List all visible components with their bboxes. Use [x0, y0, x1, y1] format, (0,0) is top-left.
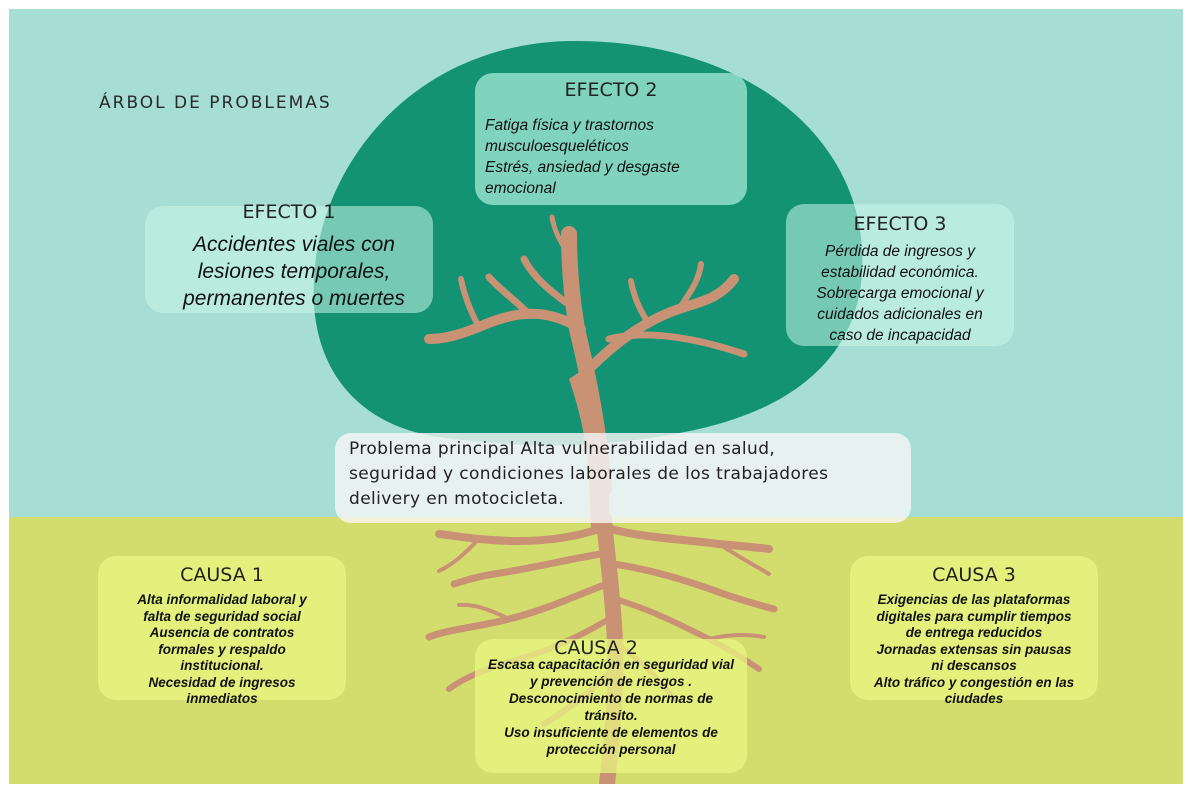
- cause-2-line: Uso insuficiente de elementos de: [504, 725, 718, 740]
- effect-3-line: caso de incapacidad: [829, 327, 971, 344]
- cause-3-title: CAUSA 3: [932, 564, 1016, 586]
- cause-1-line: Necesidad de ingresos: [148, 674, 296, 690]
- tree-branches: [424, 214, 748, 497]
- main-problem-text: Problema principal Alta vulnerabilidad e…: [349, 437, 828, 512]
- cause-3-line: Jornadas extensas sin pausas: [876, 641, 1072, 657]
- effect-2-box: [475, 73, 747, 205]
- effect-1-line: Accidentes viales con: [193, 233, 395, 256]
- main-problem-line: seguridad y condiciones laborales de los…: [349, 464, 829, 484]
- cause-3-text: Exigencias de las plataformas digitales …: [850, 592, 1098, 708]
- cause-1-line: institucional.: [180, 658, 264, 673]
- effect-3-line: cuidados adicionales en: [817, 306, 983, 323]
- effect-2-text: Fatiga física y trastornos musculoesquel…: [485, 115, 680, 199]
- main-problem-box: [335, 433, 911, 523]
- cause-2-line: protección personal: [546, 742, 676, 757]
- effect-1-line: permanentes o muertes: [183, 287, 405, 310]
- effect-2-title: EFECTO 2: [564, 79, 658, 101]
- cause-3-line: Exigencias de las plataformas: [877, 592, 1071, 607]
- main-problem-line: Problema principal Alta vulnerabilidad e…: [349, 439, 776, 459]
- effect-3-box: [786, 204, 1014, 346]
- cause-1-box: [98, 556, 346, 700]
- effect-2-line: musculoesqueléticos: [485, 138, 629, 155]
- cause-3-line: digitales para cumplir tiempos: [876, 608, 1072, 624]
- cause-1-line: inmediatos: [186, 691, 258, 706]
- problem-tree-canvas: ÁRBOL DE PROBLEMAS EFECTO 2 Fatiga físic…: [9, 9, 1183, 784]
- main-problem-line: delivery en motocicleta.: [349, 489, 565, 509]
- effect-3-line: estabilidad económica.: [821, 264, 979, 281]
- diagram-title: ÁRBOL DE PROBLEMAS: [99, 93, 332, 113]
- cause-3-line: ni descansos: [931, 658, 1017, 673]
- cause-2-line: tránsito.: [584, 708, 638, 723]
- cause-1-line: Alta informalidad laboral y: [137, 592, 307, 607]
- effect-2-line: Estrés, ansiedad y desgaste: [485, 159, 680, 176]
- effect-3-line: Sobrecarga emocional y: [816, 285, 984, 302]
- effect-3-line: Pérdida de ingresos y: [825, 243, 975, 260]
- cause-3-line: ciudades: [944, 691, 1004, 706]
- cause-2-title: CAUSA 2: [554, 637, 638, 659]
- effect-3-title: EFECTO 3: [853, 213, 947, 235]
- effect-2-line: emocional: [485, 180, 556, 197]
- cause-2-line: Desconocimiento de normas de: [508, 691, 714, 706]
- cause-2-line: Escasa capacitación en seguridad vial: [487, 657, 735, 672]
- effect-1-text: Accidentes viales con lesiones temporale…: [145, 231, 443, 312]
- cause-1-title: CAUSA 1: [180, 564, 264, 586]
- cause-1-line: formales y respaldo: [158, 641, 286, 657]
- cause-3-line: Alto tráfico y congestión en las: [873, 674, 1075, 690]
- cause-3-line: de entrega reducidos: [905, 625, 1043, 640]
- cause-3-box: [850, 556, 1098, 700]
- effect-1-line: lesiones temporales,: [197, 260, 391, 283]
- effect-1-title: EFECTO 1: [242, 201, 336, 223]
- cause-1-text: Alta informalidad laboral y falta de seg…: [98, 592, 346, 708]
- cause-2-box: [475, 639, 747, 773]
- effect-2-line: Fatiga física y trastornos: [485, 117, 654, 134]
- cause-1-line: falta de seguridad social: [143, 608, 301, 624]
- effect-1-box: [145, 206, 433, 313]
- cause-2-line: y prevención de riesgos .: [529, 674, 693, 689]
- cause-1-line: Ausencia de contratos: [149, 625, 295, 640]
- cause-2-text: Escasa capacitación en seguridad vial y …: [475, 656, 747, 758]
- effect-3-text: Pérdida de ingresos y estabilidad económ…: [786, 241, 1014, 346]
